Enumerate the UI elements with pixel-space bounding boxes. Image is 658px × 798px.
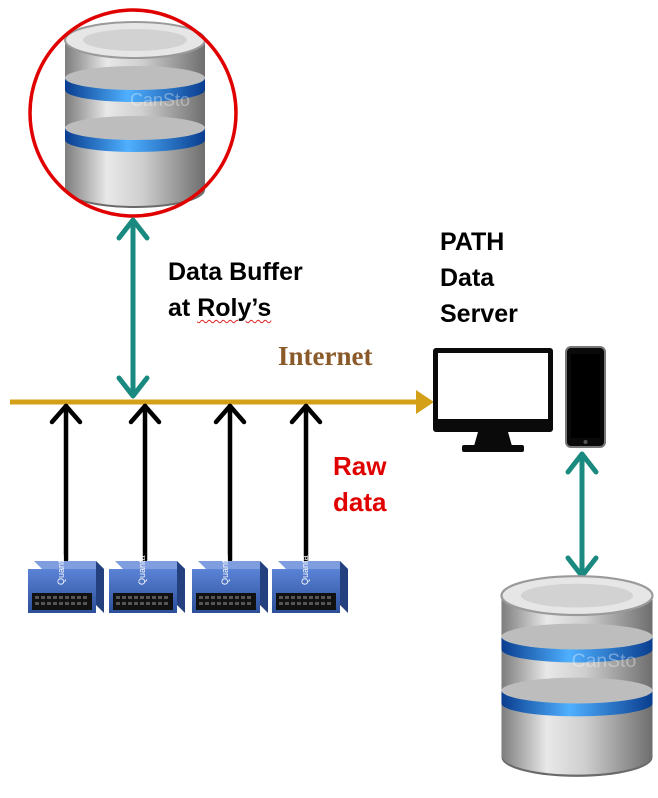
raw-label-line1: Raw [333, 451, 387, 481]
server-label-line2: Data [440, 264, 495, 292]
raw-arrow-1 [49, 403, 83, 563]
sensor-devices: Quanta Quanta Quanta Quanta [28, 555, 348, 613]
device-brand-text: Quanta [137, 555, 147, 585]
server-database-icon [500, 575, 654, 778]
monitor-icon [433, 348, 553, 452]
phone-icon [565, 346, 606, 448]
buffer-label-name: Roly’s [197, 294, 272, 322]
sensor-device-icon [272, 561, 348, 613]
buffer-database-icon [64, 21, 206, 209]
internet-line [10, 390, 434, 414]
raw-data-arrows [49, 403, 323, 563]
raw-arrow-3 [213, 403, 247, 563]
server-label-line3: Server [440, 300, 518, 328]
sensor-device-3: Quanta [192, 555, 268, 613]
server-double-arrow [565, 451, 599, 579]
raw-data-label: Raw data [333, 448, 386, 520]
sensor-device-icon [109, 561, 185, 613]
buffer-label-at: at [168, 294, 198, 322]
sensor-device-icon [192, 561, 268, 613]
internet-label: Internet [278, 341, 373, 371]
server-label-line1: PATH [440, 228, 505, 256]
raw-arrow-2 [128, 403, 162, 563]
buffer-label-line1: Data Buffer [168, 258, 303, 286]
raw-arrow-4 [289, 403, 323, 563]
data-buffer-label: Data Buffer at Roly’s [168, 254, 303, 326]
device-brand-text: Quanta [220, 555, 230, 585]
sensor-device-1: Quanta [28, 555, 104, 613]
highlight-circle [28, 8, 238, 218]
buffer-double-arrow [116, 217, 150, 399]
sensor-device-4: Quanta [272, 555, 348, 613]
device-brand-text: Quanta [56, 555, 66, 585]
device-brand-text: Quanta [300, 555, 310, 585]
raw-label-line2: data [333, 487, 387, 517]
sensor-device-2: Quanta [109, 555, 185, 613]
path-data-server-label: PATH Data Server [440, 224, 518, 332]
buffer-label-line2: at Roly’s [168, 290, 303, 326]
sensor-device-icon [28, 561, 104, 613]
